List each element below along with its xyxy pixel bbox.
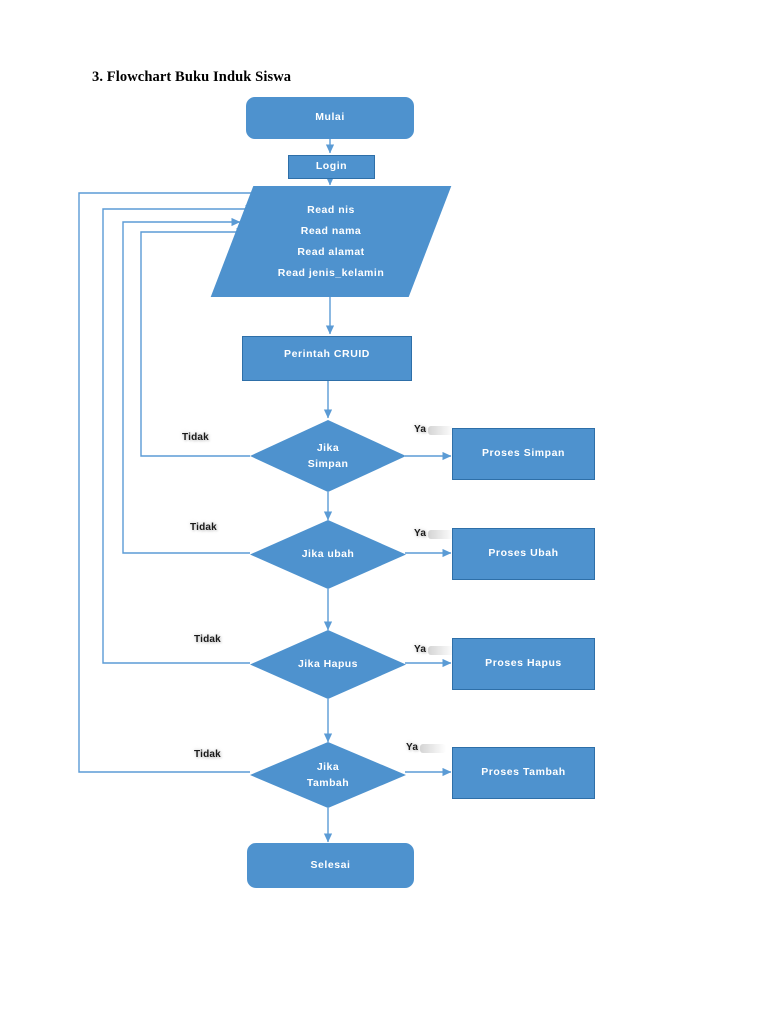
read-line-jenis-kelamin: Read jenis_kelamin (277, 267, 385, 279)
jika-tambah-line1: Jika (316, 760, 340, 773)
read-line-alamat: Read alamat (297, 246, 365, 258)
node-proses-simpan[interactable]: Proses Simpan (452, 428, 595, 480)
node-login[interactable]: Login (288, 155, 375, 179)
node-jika-hapus[interactable]: Jika Hapus (250, 630, 406, 699)
jika-hapus-line1: Jika Hapus (298, 658, 358, 671)
node-selesai[interactable]: Selesai (247, 843, 414, 888)
node-read-labels: Read nis Read nama Read alamat Read jeni… (232, 186, 430, 297)
read-line-nama: Read nama (300, 225, 362, 237)
node-proses-tambah-label: Proses Tambah (481, 766, 566, 779)
jika-ubah-line1: Jika ubah (301, 548, 355, 561)
node-proses-ubah[interactable]: Proses Ubah (452, 528, 595, 580)
page-title: 3. Flowchart Buku Induk Siswa (92, 69, 292, 85)
node-jika-ubah[interactable]: Jika ubah (250, 520, 406, 589)
edge-label-ya-hapus: Ya (414, 644, 455, 655)
node-read-input[interactable]: Read nis Read nama Read alamat Read jeni… (210, 186, 452, 297)
edge-label-tidak-hapus: Tidak (194, 634, 221, 645)
node-proses-simpan-label: Proses Simpan (481, 447, 565, 460)
jika-tambah-line2: Tambah (306, 777, 350, 789)
edge-label-tidak-tambah: Tidak (194, 749, 221, 760)
node-proses-tambah[interactable]: Proses Tambah (452, 747, 595, 799)
node-jika-tambah[interactable]: Jika Tambah (250, 742, 406, 808)
edge-label-tidak-ubah: Tidak (190, 522, 217, 533)
node-mulai[interactable]: Mulai (246, 97, 414, 139)
edge-label-ya-simpan: Ya (414, 424, 455, 435)
node-jika-ubah-label: Jika ubah (250, 520, 406, 589)
node-mulai-label: Mulai (315, 111, 345, 124)
node-proses-hapus[interactable]: Proses Hapus (452, 638, 595, 690)
jika-simpan-line1: Jika (316, 441, 340, 454)
node-jika-hapus-label: Jika Hapus (250, 630, 406, 699)
node-jika-simpan-label: Jika Simpan (250, 420, 406, 492)
read-line-nis: Read nis (307, 204, 355, 216)
node-selesai-label: Selesai (310, 858, 351, 871)
node-perintah-cruid[interactable]: Perintah CRUID (242, 336, 412, 381)
node-perintah-cruid-label: Perintah CRUID (284, 348, 370, 360)
edge-label-ya-ubah: Ya (414, 528, 455, 539)
node-proses-hapus-label: Proses Hapus (485, 657, 562, 670)
node-login-label: Login (315, 160, 348, 173)
edge-label-ya-tambah: Ya (406, 742, 447, 753)
jika-simpan-line2: Simpan (307, 458, 349, 470)
node-jika-tambah-label: Jika Tambah (250, 742, 406, 808)
node-proses-ubah-label: Proses Ubah (488, 547, 559, 560)
node-jika-simpan[interactable]: Jika Simpan (250, 420, 406, 492)
edge-label-tidak-simpan: Tidak (182, 432, 209, 443)
